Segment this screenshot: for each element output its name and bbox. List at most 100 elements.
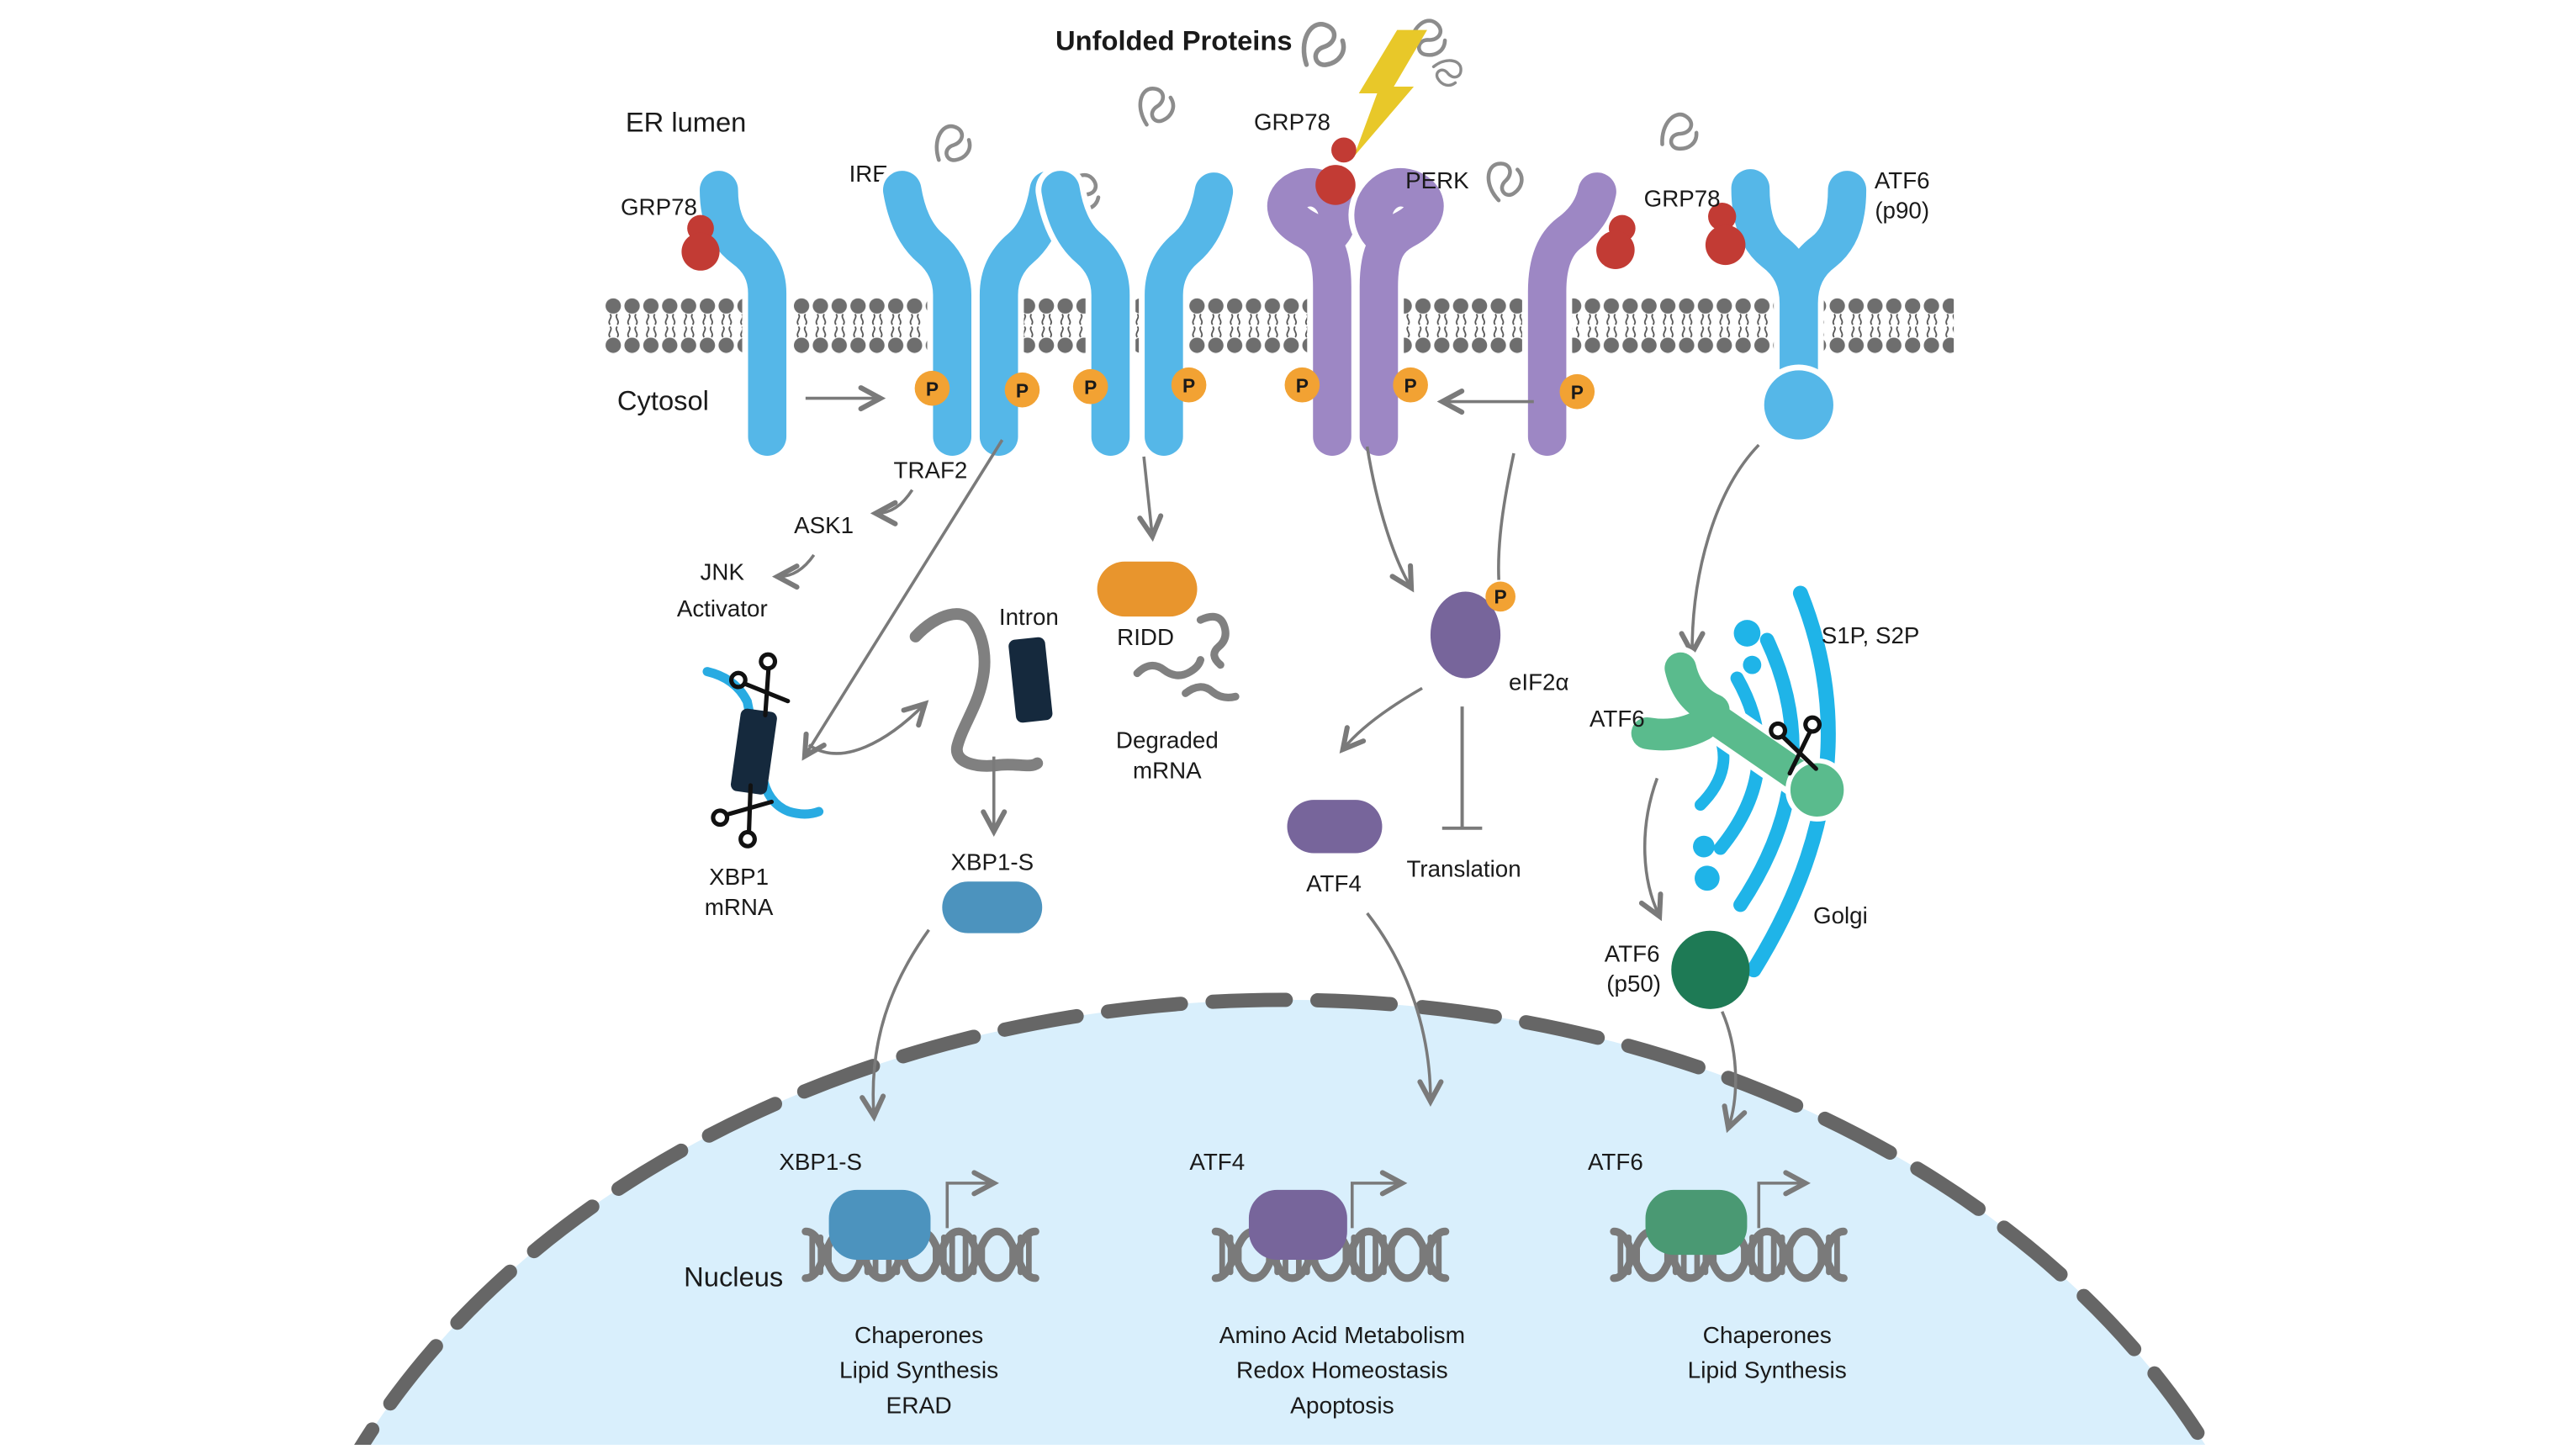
xbp1s-label: XBP1-S xyxy=(950,849,1034,875)
arrow-eif2a-atf4 xyxy=(1339,686,1423,754)
ridd-protein xyxy=(1097,561,1198,617)
gene-tf-label: ATF6 xyxy=(1588,1149,1643,1175)
scissors-icon xyxy=(728,652,797,721)
traf2-label: TRAF2 xyxy=(894,457,968,484)
phospho-badge: P xyxy=(1284,367,1320,403)
xbp1s-protein xyxy=(942,881,1043,933)
atf6-p50-label-1: ATF6 xyxy=(1605,940,1660,966)
atf6-p90-label: ATF6 xyxy=(1875,167,1930,193)
atf6-p50-protein xyxy=(1671,930,1750,1009)
svg-text:P: P xyxy=(1016,380,1029,402)
ask1-label: ASK1 xyxy=(794,512,854,538)
grp78-protein xyxy=(1596,230,1635,270)
gene-atf6: ATF6 Chaperones Lipid Synthesis xyxy=(1588,1149,1847,1383)
jnk-label-1: JNK xyxy=(701,559,745,585)
phosphorylation-sites: P P P P P P P xyxy=(914,367,1595,410)
svg-text:P: P xyxy=(1404,375,1417,397)
translation-inhibition xyxy=(1441,706,1483,830)
svg-text:P: P xyxy=(1084,377,1097,399)
unfolded-protein-icon xyxy=(1483,156,1527,201)
arrow-ire1-xbp1 xyxy=(801,439,1004,761)
transcription-arrow xyxy=(1757,1170,1811,1229)
ire1-inactive-monomer xyxy=(681,190,767,436)
unfolded-protein-icon xyxy=(1431,55,1467,90)
golgi-label: Golgi xyxy=(1813,902,1868,928)
golgi-vesicle xyxy=(1743,655,1762,674)
free-intron-segment xyxy=(1008,637,1053,723)
gene-target-label: Chaperones xyxy=(1703,1322,1832,1348)
xbp1-mrna-splicing xyxy=(702,652,824,849)
nucleus-envelope xyxy=(352,992,2216,1449)
arrow-xbp1s-nucleus xyxy=(860,928,930,1122)
gene-target-label: Apoptosis xyxy=(1290,1392,1394,1418)
unfolded-protein-icon xyxy=(1304,24,1343,65)
arrow-splicing xyxy=(807,700,929,755)
golgi-vesicle xyxy=(1694,865,1720,891)
gene-target-label: Amino Acid Metabolism xyxy=(1219,1322,1465,1348)
xbp1s-tf-bound xyxy=(828,1189,931,1261)
gene-xbp1s: XBP1-S Chaperones Lipid Synthesis ERAD xyxy=(779,1149,1035,1418)
svg-text:P: P xyxy=(1296,375,1309,397)
phospho-badge: P xyxy=(1171,367,1207,403)
atf6-cytosolic-domain xyxy=(1758,364,1839,446)
atf6-p90-receptor xyxy=(1705,188,1847,446)
atf6-cleaved-domain xyxy=(1785,758,1849,822)
translation-label: Translation xyxy=(1406,855,1521,881)
ridd-label: RIDD xyxy=(1117,624,1174,650)
gene-target-label: Lipid Synthesis xyxy=(839,1357,998,1383)
svg-text:P: P xyxy=(1182,375,1195,397)
gene-atf4: ATF4 Amino Acid Metabolism Redox Homeost… xyxy=(1189,1149,1465,1418)
phospho-badge: P xyxy=(1559,373,1595,410)
svg-text:P: P xyxy=(1571,382,1584,404)
phospho-badge: P xyxy=(1072,368,1108,405)
arrow-p50-nucleus xyxy=(1721,1011,1748,1134)
eif2a-protein: P xyxy=(1430,581,1515,679)
grp78-stress-release xyxy=(1315,137,1357,205)
eif2a-label: eIF2α xyxy=(1509,669,1569,695)
xbp1-mrna-label-2: mRNA xyxy=(705,894,774,920)
er-lumen-label: ER lumen xyxy=(626,107,747,138)
degraded-mrna-fragments xyxy=(1133,612,1240,701)
atf6-p90-form-label: (p90) xyxy=(1875,198,1929,224)
grp78-atf6-label: GRP78 xyxy=(1644,186,1721,212)
intron-segment xyxy=(730,708,777,795)
unfolded-protein-icon xyxy=(937,126,970,160)
atf6-in-golgi xyxy=(1625,646,1849,822)
arrow-perk-eif2a xyxy=(1365,446,1415,593)
xbp1-mrna-label-1: XBP1 xyxy=(709,864,769,890)
perk-inactive-monomer xyxy=(1547,192,1636,436)
line-perkmonomer-eif2a xyxy=(1497,452,1515,580)
grp78-ire1-label: GRP78 xyxy=(621,194,697,220)
gene-target-label: Chaperones xyxy=(854,1322,983,1348)
phospho-badge: P xyxy=(1393,367,1428,403)
s1p-s2p-label: S1P, S2P xyxy=(1822,622,1920,648)
arrow-atf6-golgi xyxy=(1679,443,1760,658)
svg-text:P: P xyxy=(1494,585,1507,607)
unfolded-protein-icon xyxy=(1136,84,1177,125)
phospho-badge: P xyxy=(1004,372,1040,408)
golgi-vesicle xyxy=(1733,620,1761,647)
arrow-atf4-nucleus xyxy=(1366,912,1444,1107)
grp78-protein xyxy=(1705,225,1746,266)
arrow-golgi-p50 xyxy=(1638,777,1664,922)
cytosol-label: Cytosol xyxy=(617,384,709,415)
golgi-vesicle xyxy=(1693,835,1715,858)
gene-target-label: Redox Homeostasis xyxy=(1236,1357,1448,1383)
gene-target-label: Lipid Synthesis xyxy=(1688,1357,1847,1383)
atf4-protein xyxy=(1287,800,1383,854)
degraded-mrna-label-2: mRNA xyxy=(1133,757,1202,783)
gene-tf-label: ATF4 xyxy=(1189,1149,1245,1175)
atf6-golgi-label: ATF6 xyxy=(1590,706,1645,732)
gene-target-label: ERAD xyxy=(886,1392,952,1418)
arrow-ire1-ridd xyxy=(1137,456,1164,542)
arrow-traf2-ask1 xyxy=(870,489,914,526)
arrow-ask1-jnk xyxy=(771,553,816,590)
atf4-tf-bound xyxy=(1248,1189,1347,1261)
er-membrane xyxy=(604,298,1954,354)
perk-label: PERK xyxy=(1405,167,1469,193)
svg-text:P: P xyxy=(926,378,939,400)
grp78-protein xyxy=(1708,202,1737,231)
intron-label: Intron xyxy=(999,604,1059,630)
atf6-p50-label-2: (p50) xyxy=(1606,970,1661,997)
